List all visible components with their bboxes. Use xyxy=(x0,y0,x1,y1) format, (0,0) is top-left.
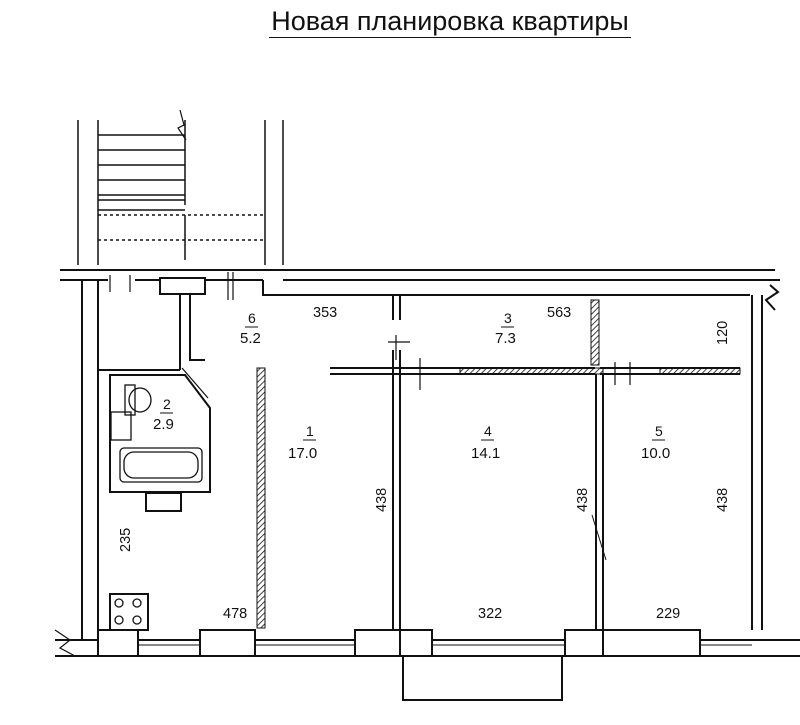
fixtures xyxy=(110,384,203,625)
dim-kitchen-width: 235 xyxy=(118,528,134,552)
plan-title-text: Новая планировка квартиры xyxy=(269,6,631,38)
room-3-area: 7.3 xyxy=(495,330,516,347)
dim-room-3-width: 563 xyxy=(547,305,571,321)
staircase xyxy=(77,109,284,265)
dim-room-4-depth: 438 xyxy=(575,488,591,512)
room-1-area: 17.0 xyxy=(288,445,317,462)
partitions xyxy=(109,295,741,631)
room-3-number: 3 xyxy=(504,310,512,326)
room-4-area: 14.1 xyxy=(471,445,500,462)
room-6-number: 6 xyxy=(248,310,256,326)
dim-room-1-width: 478 xyxy=(223,606,247,622)
room-6-area: 5.2 xyxy=(240,330,261,347)
dim-room-5-depth: 438 xyxy=(715,488,731,512)
dimension-labels: 353 563 120 438 438 438 478 322 229 235 xyxy=(118,305,731,622)
dim-room-3-depth: 120 xyxy=(715,321,731,345)
room-2-number: 2 xyxy=(163,396,171,412)
dim-room-5-width: 229 xyxy=(656,606,680,622)
room-1-number: 1 xyxy=(306,423,314,439)
room-labels: 1 17.0 2 2.9 3 7.3 4 14.1 5 10.0 6 5.2 xyxy=(153,310,670,462)
room-5-area: 10.0 xyxy=(641,445,670,462)
outer-walls xyxy=(54,269,800,701)
dim-room-4-width: 322 xyxy=(478,606,502,622)
plan-title: Новая планировка квартиры xyxy=(0,6,800,38)
room-5-number: 5 xyxy=(655,423,663,439)
room-2-area: 2.9 xyxy=(153,416,174,433)
room-4-number: 4 xyxy=(484,423,492,439)
dim-room-1-depth: 438 xyxy=(374,488,390,512)
dim-hall-6-width: 353 xyxy=(313,305,337,321)
